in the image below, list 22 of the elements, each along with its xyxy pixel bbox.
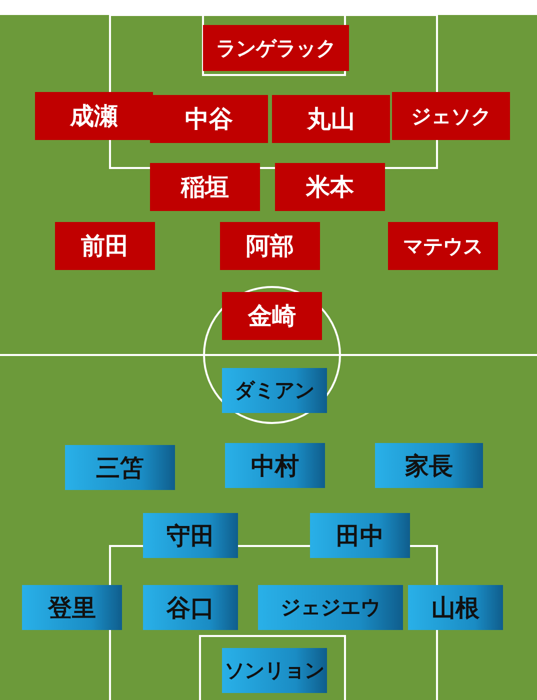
player-name-box: ランゲラック (203, 25, 349, 71)
player-name-box: 中村 (225, 443, 325, 488)
player-name-box: 成瀬 (35, 92, 153, 140)
player-name-box: 阿部 (220, 222, 320, 270)
player-name-box: ジェソク (392, 92, 510, 140)
player-name-box: 金崎 (222, 292, 322, 340)
player-name-box: 稲垣 (150, 163, 260, 211)
player-name-box: 登里 (22, 585, 122, 630)
player-name-box: ジェジエウ (258, 585, 403, 630)
player-name-box: 守田 (143, 513, 238, 558)
player-name-box: ダミアン (222, 368, 327, 413)
player-name-box: 前田 (55, 222, 155, 270)
player-name-box: 中谷 (150, 95, 268, 143)
player-name-box: ソンリョン (222, 648, 327, 693)
player-name-box: 田中 (310, 513, 410, 558)
player-name-box: 三笘 (65, 445, 175, 490)
player-name-box: マテウス (388, 222, 498, 270)
player-name-box: 谷口 (143, 585, 238, 630)
player-name-box: 山根 (408, 585, 503, 630)
player-name-box: 家長 (375, 443, 483, 488)
player-name-box: 丸山 (272, 95, 390, 143)
player-name-box: 米本 (275, 163, 385, 211)
